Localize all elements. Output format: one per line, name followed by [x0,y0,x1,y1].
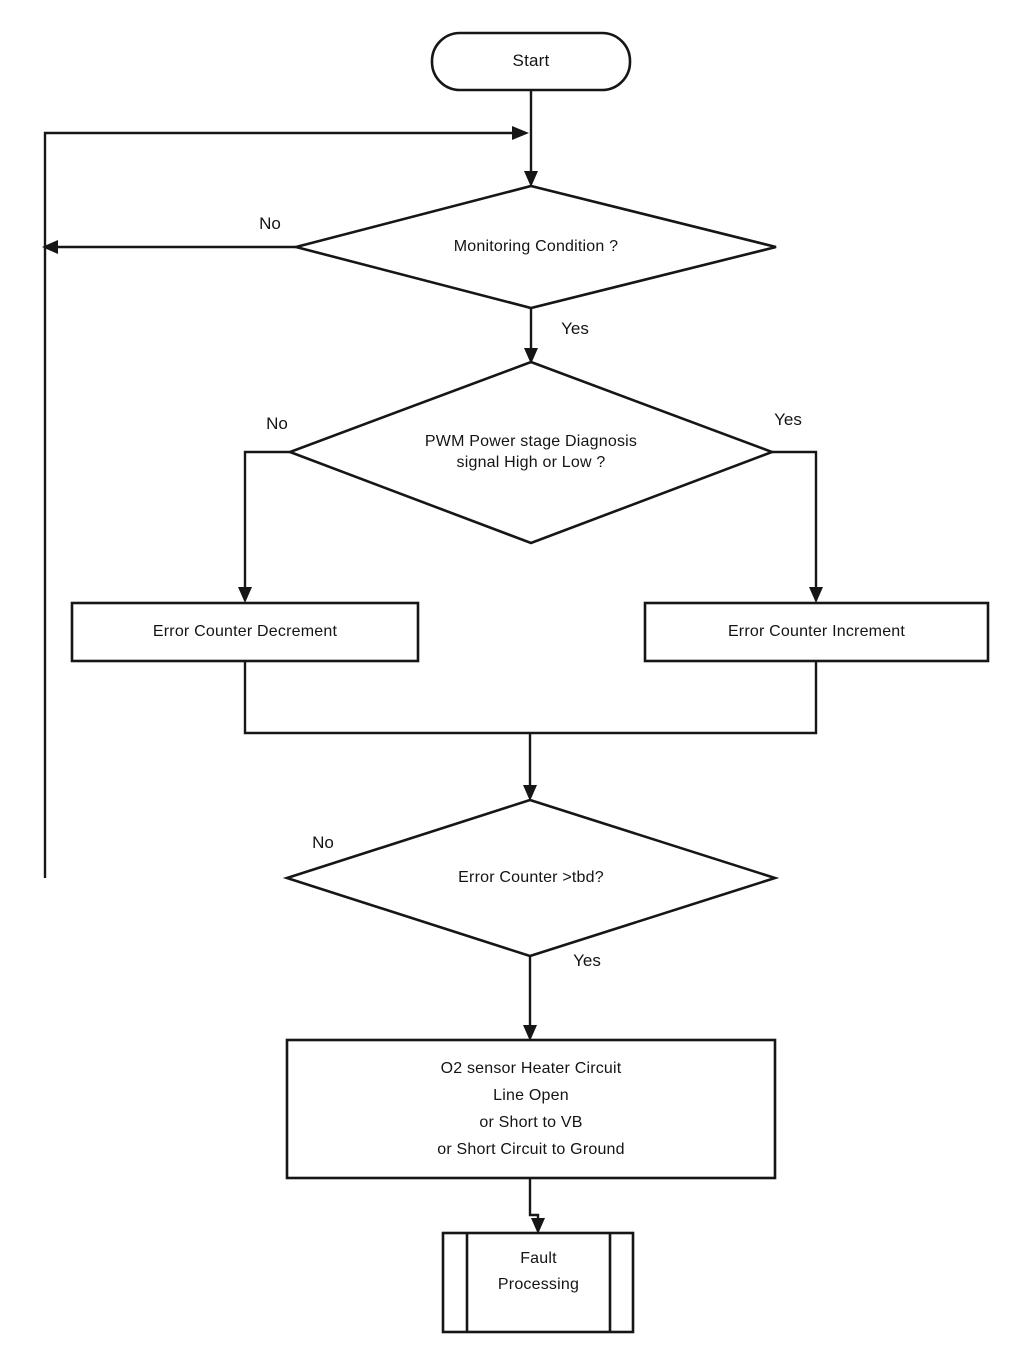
decrement-process-shape [70,601,420,663]
pwm-decision-label-line2: signal High or Low ? [456,454,606,471]
connector-group [43,90,818,1221]
fault-processing-shape [441,1231,635,1334]
fault-description-line3: or Short to VB [479,1114,583,1131]
fault-description-line1: O2 sensor Heater Circuit [440,1060,622,1077]
start-label: Start [512,51,550,71]
arrowhead-loop-junction-icon [512,126,529,140]
pwm-yes-label: Yes [774,409,802,429]
monitoring-decision-label: Monitoring Condition ? [453,237,619,255]
arrowhead-processing-top-icon [531,1218,545,1234]
pwm-decision-label: PWM Power stage Diagnosis signal High or… [290,424,772,482]
arrowhead-threshold-top-icon [523,785,537,801]
node-shape-group [70,31,990,1334]
threshold-no-label: No [312,832,334,852]
arrowhead-monitoring-top-icon [524,171,538,187]
arrowhead-pwm-top-icon [524,348,538,364]
fault-description-line2: Line Open [493,1087,569,1104]
edge-to-fault-processing [528,1178,540,1221]
start-terminator-shape [430,31,632,92]
fault-description-label: O2 sensor Heater Circuit Line Open or Sh… [287,1040,775,1178]
pwm-decision-label-line1: PWM Power stage Diagnosis [424,433,638,451]
edge-pwm-yes-line [772,450,818,589]
fault-processing-label: Fault Processing [467,1238,610,1334]
increment-process-label: Error Counter Increment [727,622,906,640]
fault-processing-line2: Processing [497,1276,580,1293]
monitoring-yes-label: Yes [561,318,589,338]
arrowhead-increment-top-icon [809,587,823,603]
threshold-decision-shape [282,798,780,958]
threshold-yes-label: Yes [573,950,601,970]
arrowhead-group [42,126,823,1234]
fault-processing-line1: Fault [520,1250,557,1267]
arrowhead-decrement-top-icon [238,587,252,603]
pwm-decision-shape [286,360,776,545]
fault-description-shape [285,1038,777,1180]
threshold-decision-label: Error Counter >tbd? [458,868,604,886]
edge-pwm-no-line [243,450,290,589]
monitoring-no-label: No [259,213,281,233]
monitoring-decision-shape [290,184,777,310]
pwm-no-label: No [266,413,288,433]
edge-merge-line [243,661,818,735]
decrement-process-label: Error Counter Decrement [152,622,338,640]
arrowhead-faultbox-top-icon [523,1025,537,1041]
arrowhead-monitoring-no-icon [42,240,58,254]
edge-feedback-loop [43,131,513,878]
fault-description-line4: or Short Circuit to Ground [437,1141,625,1158]
increment-process-shape [643,601,990,663]
